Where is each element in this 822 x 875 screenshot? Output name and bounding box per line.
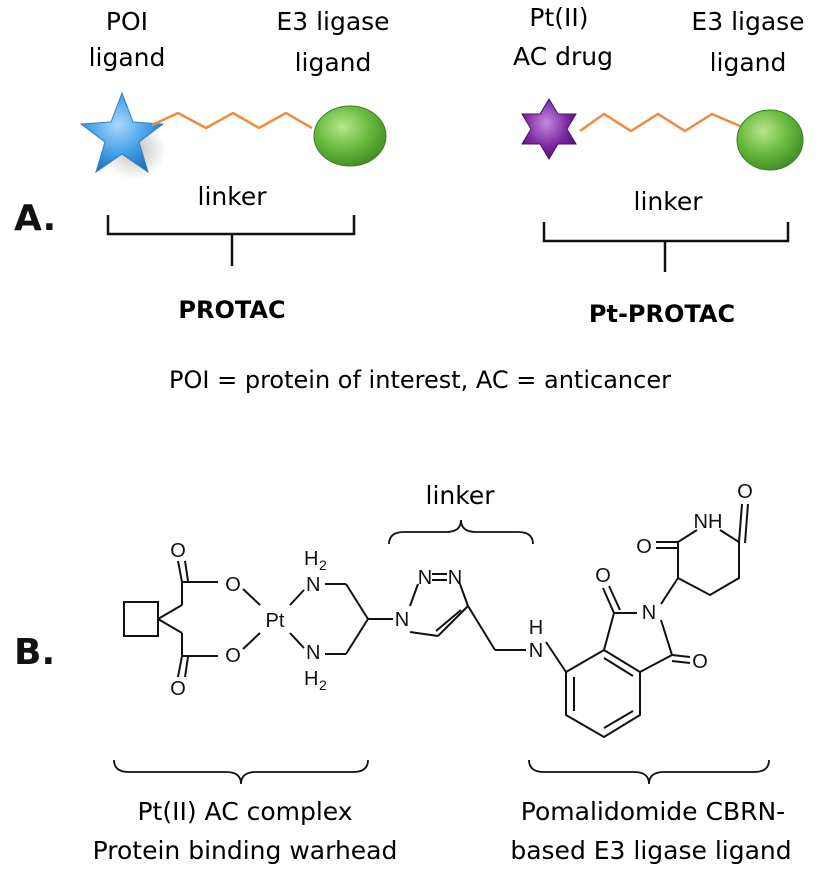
atom-pt: Pt <box>266 610 285 632</box>
bond <box>289 589 305 606</box>
e3-label-line1: E3 ligase <box>276 7 389 36</box>
right-curly-brace <box>528 759 770 785</box>
atom-n: N <box>418 567 432 589</box>
abbreviation-definition: POI = protein of interest, AC = anticanc… <box>169 366 671 394</box>
bond <box>157 618 183 634</box>
double-bond <box>177 655 183 678</box>
bond <box>345 618 369 655</box>
triazole-bond <box>409 583 419 607</box>
poi-label-line2: ligand <box>89 43 166 72</box>
protac-bracket <box>106 215 356 266</box>
bond <box>660 619 673 656</box>
pt-e3-ligand-ellipse-icon <box>736 109 804 171</box>
atom-o: O <box>170 678 186 700</box>
atom-subscript-2: 2 <box>319 677 327 693</box>
panel-a: A. POI ligand E3 ligase ligand linker PR… <box>14 3 805 394</box>
left-caption-line1: Pt(II) AC complex <box>137 797 352 826</box>
bond <box>242 632 261 650</box>
atom-n: N <box>395 609 409 631</box>
benzene-ring <box>565 648 641 739</box>
atom-h: H <box>304 548 318 570</box>
pt-protac-name: Pt-PROTAC <box>589 300 735 328</box>
pt-linker-zigzag <box>579 112 741 133</box>
atom-h: H <box>304 668 318 690</box>
linker-structure-label: linker <box>426 481 496 510</box>
pt-drug-label-line2: AC drug <box>513 42 613 71</box>
bond <box>639 654 673 673</box>
e3-label-line2: ligand <box>295 48 372 77</box>
pt-e3-label-line1: E3 ligase <box>691 7 804 36</box>
double-bond <box>671 660 691 664</box>
bond <box>603 612 615 651</box>
bond <box>242 588 261 606</box>
right-caption-line2: based E3 ligase ligand <box>510 836 791 865</box>
chemical-structure-atoms: O O O O Pt H 2 N N H 2 N N N H N O N O N… <box>170 481 753 700</box>
aromatic-bond <box>603 710 634 729</box>
double-bond <box>608 585 621 611</box>
atom-h: H <box>529 617 543 639</box>
bond <box>545 641 567 673</box>
atom-subscript-2: 2 <box>319 557 327 573</box>
bond <box>289 632 305 649</box>
linker-label: linker <box>198 182 268 211</box>
glutarimide-ring <box>677 529 740 597</box>
atom-o: O <box>595 565 611 587</box>
right-caption-line1: Pomalidomide CBRN- <box>521 797 785 826</box>
bond <box>157 604 183 620</box>
cyclobutane-ring <box>123 601 159 637</box>
double-bond <box>671 654 691 658</box>
atom-o: O <box>636 536 652 558</box>
left-caption-line2: Protein binding warhead <box>93 836 398 865</box>
double-bond <box>184 560 189 582</box>
double-bond <box>177 560 183 583</box>
atom-n: N <box>306 642 320 664</box>
atom-n: N <box>306 574 320 596</box>
protac-schematic: POI ligand E3 ligase ligand linker PROTA… <box>79 7 390 324</box>
poi-label-line1: POI <box>106 7 148 36</box>
triazole-bond <box>437 605 469 637</box>
left-curly-brace <box>113 759 369 785</box>
chemical-structure-bonds <box>123 503 749 739</box>
atom-o: O <box>692 651 708 673</box>
pt-linker-label: linker <box>634 187 704 216</box>
double-bond <box>602 587 615 614</box>
double-bond <box>184 656 189 678</box>
atom-o: O <box>737 481 753 503</box>
protac-name: PROTAC <box>178 296 285 324</box>
atom-n: N <box>642 602 656 624</box>
panel-b: B. linker <box>14 481 792 865</box>
pt-drug-hexagram-icon <box>521 98 577 160</box>
double-bond <box>744 503 749 544</box>
aromatic-bond <box>603 657 634 677</box>
pt-drug-label-line1: Pt(II) <box>529 3 588 32</box>
atom-o: O <box>225 645 241 667</box>
triazole-bond <box>459 583 469 607</box>
pt-protac-schematic: Pt(II) AC drug E3 ligase ligand linker P… <box>513 3 805 328</box>
atom-o: O <box>170 540 186 562</box>
triazole-bond <box>435 609 462 632</box>
pt-protac-bracket <box>542 222 790 272</box>
panel-b-label: B. <box>14 632 55 673</box>
bond <box>467 605 496 651</box>
linker-curly-brace <box>388 519 534 545</box>
atom-o: O <box>225 574 241 596</box>
e3-ligand-ellipse-icon <box>313 105 387 167</box>
linker-zigzag <box>151 111 313 130</box>
bond <box>345 583 369 620</box>
bond <box>660 577 679 605</box>
atom-nh: NH <box>694 511 723 533</box>
pt-e3-label-line2: ligand <box>710 48 787 77</box>
triazole-bond <box>409 631 439 637</box>
panel-a-label: A. <box>14 198 56 239</box>
double-bond <box>738 503 743 543</box>
atom-n: N <box>448 567 462 589</box>
atom-n: N <box>529 640 543 662</box>
